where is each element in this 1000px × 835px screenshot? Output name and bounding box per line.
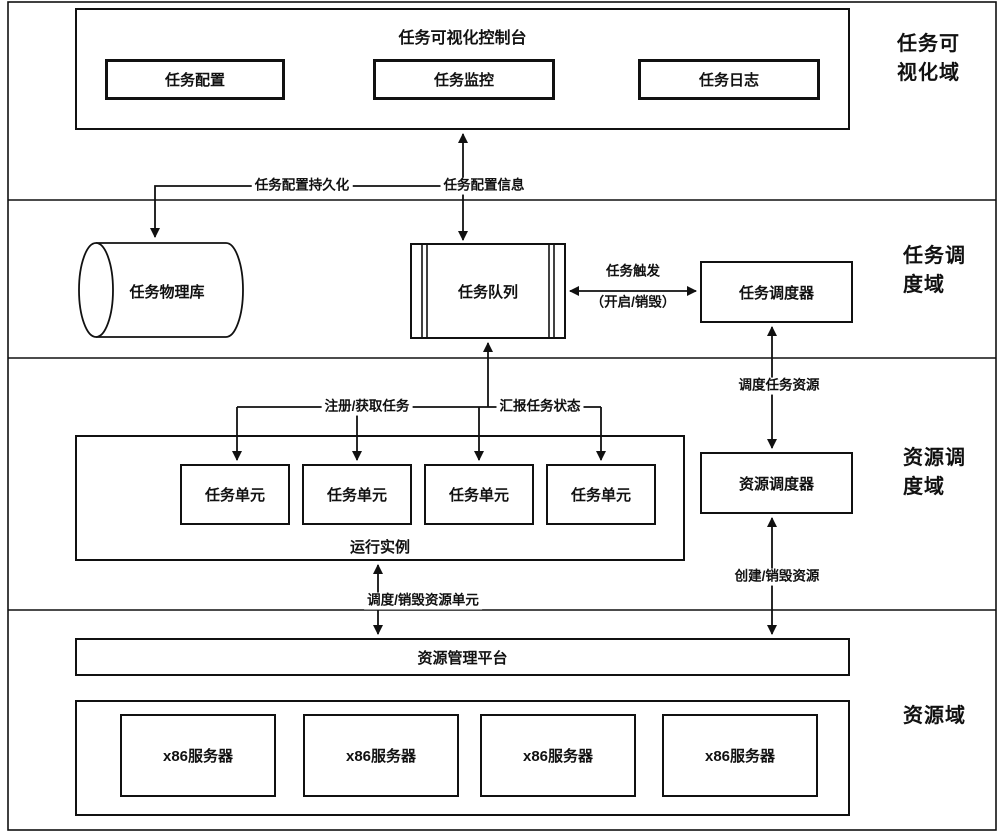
domain-label-visualization: 任务可 视化域 (897, 30, 960, 88)
domain-label-line: 度域 (903, 476, 945, 498)
arrow-config-persist-db (150, 185, 463, 238)
running-instance-box (75, 435, 685, 561)
domain-label-line: 资源域 (903, 705, 966, 727)
x86-server-box-1: x86服务器 (120, 714, 276, 797)
x86-server-box-4: x86服务器 (662, 714, 818, 797)
domain-label-task-scheduling: 任务调 度域 (903, 242, 966, 300)
task-unit-box-1: 任务单元 (180, 464, 290, 525)
edge-label-schedule-destroy-unit: 调度/销毁资源单元 (364, 592, 482, 610)
task-db-cylinder (78, 242, 244, 338)
edge-label-report-status: 汇报任务状态 (496, 398, 584, 416)
edge-label-register-fetch: 注册/获取任务 (321, 398, 413, 416)
running-instance-label: 运行实例 (349, 539, 410, 556)
server-container-box (75, 700, 850, 816)
edge-label-create-destroy-resource: 创建/销毁资源 (731, 568, 823, 586)
queue-inner-lines (421, 244, 555, 338)
domain-label-line: 任务可 (897, 33, 960, 55)
task-monitor-box: 任务监控 (373, 59, 555, 100)
domain-label-line: 任务调 (903, 245, 966, 267)
task-unit-box-3: 任务单元 (424, 464, 534, 525)
edge-label-config-info: 任务配置信息 (440, 177, 528, 195)
edge-label-task-trigger-detail: （开启/销毁） (587, 294, 679, 312)
outer-border (7, 1, 997, 831)
resource-platform-box: 资源管理平台 (75, 638, 850, 676)
x86-server-box-3: x86服务器 (480, 714, 636, 797)
domain-label-line: 视化域 (897, 62, 960, 84)
edge-label-task-trigger: 任务触发 (603, 263, 663, 281)
domain-label-line: 度域 (903, 274, 945, 296)
task-scheduler-box: 任务调度器 (700, 261, 853, 323)
task-queue-box: 任务队列 (410, 243, 566, 339)
task-unit-box-2: 任务单元 (302, 464, 412, 525)
resource-scheduler-box: 资源调度器 (700, 452, 853, 514)
console-title: 任务可视化控制台 (398, 30, 527, 47)
console-box (75, 8, 850, 130)
task-unit-box-4: 任务单元 (546, 464, 656, 525)
edge-label-schedule-task-resource: 调度任务资源 (735, 377, 823, 395)
edge-label-config-persist: 任务配置持久化 (251, 177, 353, 195)
task-log-box: 任务日志 (638, 59, 820, 100)
task-config-box: 任务配置 (105, 59, 285, 100)
domain-label-resource: 资源域 (903, 702, 966, 731)
domain-label-line: 资源调 (903, 447, 966, 469)
x86-server-box-2: x86服务器 (303, 714, 459, 797)
task-db-label: 任务物理库 (129, 284, 205, 301)
domain-label-resource-scheduling: 资源调 度域 (903, 444, 966, 502)
